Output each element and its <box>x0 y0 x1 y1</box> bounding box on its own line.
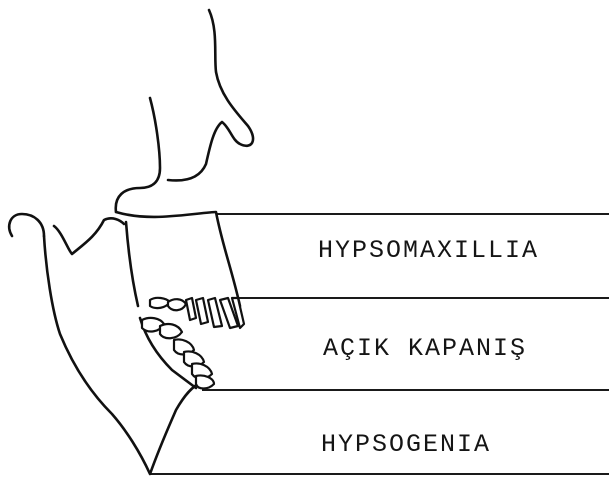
lower-teeth <box>142 318 214 389</box>
label-acik-kapanis: AÇIK KAPANIŞ <box>323 334 527 363</box>
mandible-outline <box>44 236 202 474</box>
condyle-curl <box>9 214 44 236</box>
upper-lip-outline <box>116 98 160 212</box>
label-hypsomaxillia: HYPSOMAXILLIA <box>318 236 539 265</box>
label-hypsogenia: HYPSOGENIA <box>321 430 491 459</box>
coronoid-notch <box>54 218 124 254</box>
nose-outline <box>168 10 253 180</box>
maxilla-posterior-line <box>126 222 138 306</box>
